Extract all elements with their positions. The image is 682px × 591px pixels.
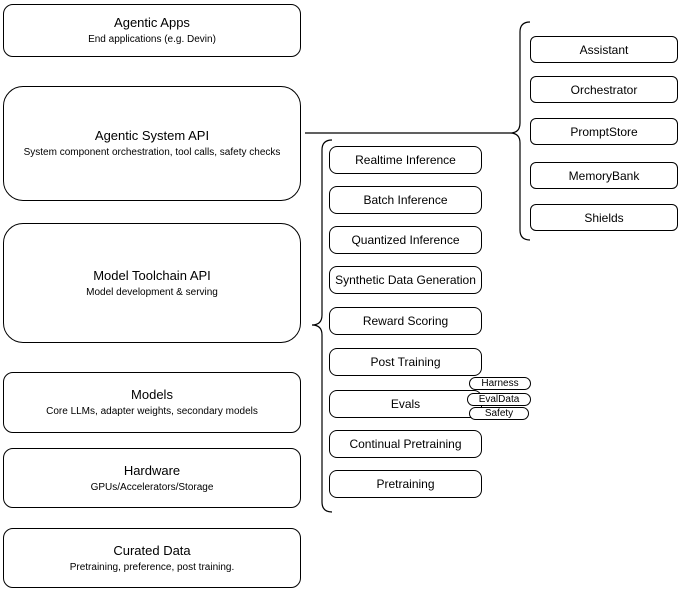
layer-subtitle: End applications (e.g. Devin) <box>88 34 216 45</box>
box-post-training: Post Training <box>329 348 482 376</box>
layer-box-curated-data: Curated Data Pretraining, preference, po… <box>3 528 301 588</box>
box-continual-pretraining: Continual Pretraining <box>329 430 482 458</box>
box-reward-scoring: Reward Scoring <box>329 307 482 335</box>
layer-box-models: Models Core LLMs, adapter weights, secon… <box>3 372 301 433</box>
layer-title: Curated Data <box>113 542 191 558</box>
box-assistant: Assistant <box>530 36 678 63</box>
layer-subtitle: GPUs/Accelerators/Storage <box>90 481 214 493</box>
layer-title: Model Toolchain API <box>93 267 211 283</box>
box-pretraining: Pretraining <box>329 470 482 498</box>
layer-subtitle: Core LLMs, adapter weights, secondary mo… <box>46 406 258 417</box>
layer-subtitle: Model development & serving <box>86 286 218 298</box>
layer-box-agentic-system-api: Agentic System API System component orch… <box>3 86 301 201</box>
box-shields: Shields <box>530 204 678 231</box>
pill-safety: Safety <box>469 407 529 420</box>
layer-subtitle: System component orchestration, tool cal… <box>23 147 281 158</box>
box-quantized-inference: Quantized Inference <box>329 226 482 254</box>
pill-harness: Harness <box>469 377 531 390</box>
box-realtime-inference: Realtime Inference <box>329 146 482 174</box>
box-batch-inference: Batch Inference <box>329 186 482 214</box>
layer-box-model-toolchain-api: Model Toolchain API Model development & … <box>3 223 301 343</box>
box-promptstore: PromptStore <box>530 118 678 145</box>
box-synthetic-data-generation: Synthetic Data Generation <box>329 266 482 294</box>
pill-evaldata: EvalData <box>467 393 531 406</box>
layer-box-hardware: Hardware GPUs/Accelerators/Storage <box>3 448 301 508</box>
layer-title: Agentic System API <box>94 128 210 143</box>
box-evals: Evals <box>329 390 482 418</box>
box-orchestrator: Orchestrator <box>530 76 678 103</box>
layer-subtitle: Pretraining, preference, post training. <box>69 561 235 573</box>
box-memorybank: MemoryBank <box>530 162 678 189</box>
agentic-components-brace <box>509 21 531 241</box>
layer-title: Models <box>131 387 173 402</box>
layer-title: Hardware <box>123 462 181 478</box>
layer-box-agentic-apps: Agentic Apps End applications (e.g. Devi… <box>3 4 301 57</box>
layer-title: Agentic Apps <box>114 15 190 30</box>
